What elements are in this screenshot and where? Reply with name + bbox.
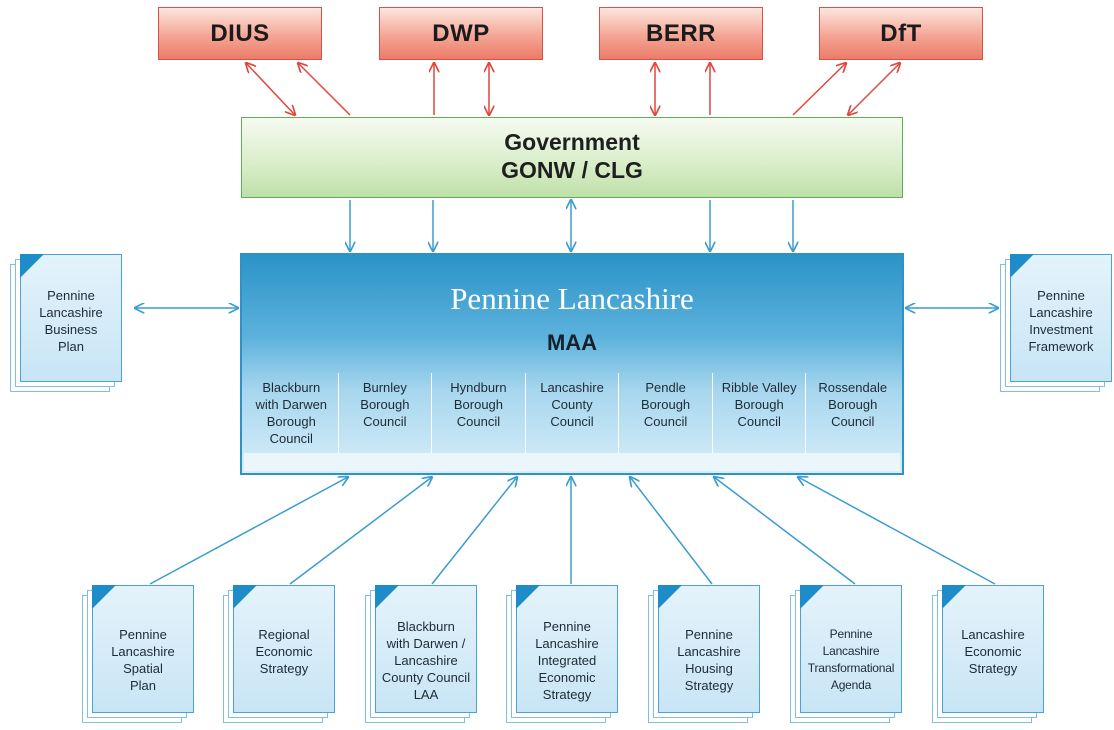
arrow-doc3-maa (431, 477, 517, 585)
council-blackburn: Blackburn with Darwen Borough Council (245, 373, 338, 453)
council-label: Burnley Borough Council (360, 380, 410, 429)
department-label: DfT (880, 19, 922, 47)
council-lancashire: Lancashire County Council (524, 373, 619, 453)
doc-regional-economic-strategy: Regional Economic Strategy (223, 584, 335, 723)
doc-laa: Blackburn with Darwen / Lancashire Count… (365, 584, 477, 723)
doc-label: Lancashire Economic Strategy (961, 627, 1025, 676)
doc-label: Pennine Lancashire Investment Framework (1028, 288, 1094, 354)
doc-label: Regional Economic Strategy (255, 627, 313, 676)
doc-investment-framework: Pennine Lancashire Investment Framework (1000, 253, 1112, 392)
department-label: DIUS (210, 19, 270, 47)
arrow-doc1-maa (149, 477, 348, 585)
council-ribble-valley: Ribble Valley Borough Council (711, 373, 806, 453)
council-label: Blackburn with Darwen Borough Council (255, 380, 328, 446)
doc-integrated-economic-strategy: Pennine Lancashire Integrated Economic S… (506, 584, 618, 723)
doc-label: Pennine Lancashire Transformational Agen… (807, 627, 895, 692)
council-label: Lancashire County Council (540, 380, 604, 429)
department-label: BERR (645, 19, 716, 47)
doc-label: Pennine Lancashire Business Plan (39, 288, 103, 354)
arrow-dius-gov-2 (298, 63, 351, 116)
doc-housing-strategy: Pennine Lancashire Housing Strategy (648, 584, 760, 723)
doc-label: Pennine Lancashire Spatial Plan (111, 627, 175, 693)
doc-business-plan: Pennine Lancashire Business Plan (10, 253, 122, 392)
doc-label: Pennine Lancashire Integrated Economic S… (535, 619, 599, 702)
council-label: Ribble Valley Borough Council (721, 380, 797, 429)
arrow-doc2-maa (289, 477, 432, 585)
page-corner-icon (232, 584, 257, 609)
maa-footer-band (244, 453, 900, 471)
council-row: Blackburn with Darwen Borough Council Bu… (245, 373, 899, 453)
department-label: DWP (432, 19, 490, 47)
council-label: Hyndburn Borough Council (450, 380, 507, 429)
government-box: Government GONW / CLG (241, 117, 903, 198)
arrow-doc6-maa (714, 477, 856, 585)
department-dft: DfT (819, 7, 983, 60)
page-corner-icon (799, 584, 824, 609)
doc-label: Blackburn with Darwen / Lancashire Count… (381, 619, 471, 702)
government-title: Government (504, 129, 640, 155)
page-corner-icon (1009, 253, 1034, 278)
arrow-dft-gov-1 (792, 63, 846, 116)
maa-subtitle: MAA (546, 330, 598, 355)
council-burnley: Burnley Borough Council (337, 373, 432, 453)
maa-title: Pennine Lancashire (450, 281, 694, 316)
council-hyndburn: Hyndburn Borough Council (431, 373, 525, 453)
arrow-doc7-maa (798, 477, 996, 585)
doc-spatial-plan: Pennine Lancashire Spatial Plan (82, 584, 194, 723)
council-label: Rossendale Borough Council (818, 380, 888, 429)
maa-box: Pennine Lancashire MAA Blackburn with Da… (240, 253, 904, 475)
department-berr: BERR (599, 7, 763, 60)
arrow-dft-gov-2 (848, 63, 900, 115)
arrow-dius-gov-1 (246, 63, 295, 115)
page-corner-icon (91, 584, 116, 609)
council-label: Pendle Borough Council (641, 380, 691, 429)
government-subtitle: GONW / CLG (501, 157, 643, 183)
page-corner-icon (657, 584, 682, 609)
doc-label: Pennine Lancashire Housing Strategy (677, 627, 741, 693)
council-rossendale: Rossendale Borough Council (805, 373, 899, 453)
page-corner-icon (515, 584, 540, 609)
doc-transformational-agenda: Pennine Lancashire Transformational Agen… (790, 584, 902, 723)
department-dwp: DWP (379, 7, 543, 60)
arrow-doc5-maa (630, 477, 713, 585)
doc-lancashire-economic-strategy: Lancashire Economic Strategy (932, 584, 1044, 723)
council-pendle: Pendle Borough Council (618, 373, 712, 453)
department-dius: DIUS (158, 7, 322, 60)
page-corner-icon (941, 584, 966, 609)
page-corner-icon (19, 253, 44, 278)
page-corner-icon (374, 584, 399, 609)
